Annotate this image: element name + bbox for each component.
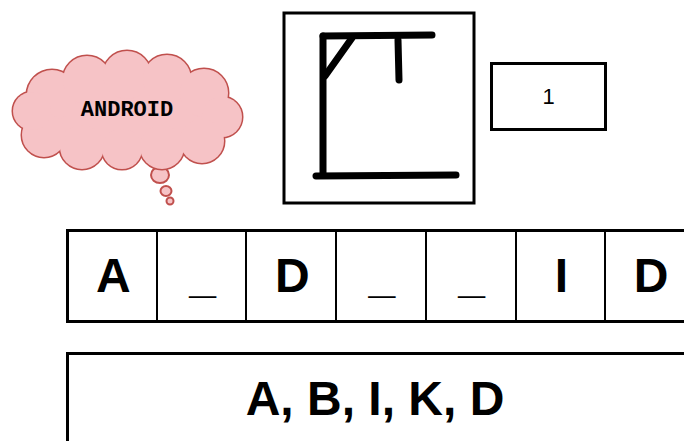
cloud-bump <box>60 125 104 169</box>
cloud-bump <box>13 92 51 130</box>
letter: _ <box>458 248 485 303</box>
thought-bubble <box>161 186 172 196</box>
guessed-letters-box: A, B, I, K, D <box>66 352 684 441</box>
letter-cell: D <box>245 229 337 323</box>
gallows-base <box>316 175 456 176</box>
letter: D <box>275 248 310 303</box>
gallows-brace <box>325 38 352 76</box>
cloud-bump <box>13 92 51 130</box>
letter-cell: I <box>515 229 607 323</box>
secret-word: ANDROID <box>81 98 173 123</box>
cloud-layer <box>13 51 242 169</box>
thought-bubbles <box>151 167 174 205</box>
gallows-rope <box>398 40 399 80</box>
miss-counter: 1 <box>490 62 607 131</box>
cloud-bump <box>102 129 142 169</box>
letter-cell: _ <box>335 229 427 323</box>
cloud-bump <box>140 125 184 169</box>
letter-cell: _ <box>156 229 248 323</box>
gallows <box>316 35 456 176</box>
gallows-frame <box>284 13 474 203</box>
letter: D <box>634 248 669 303</box>
cloud-bump <box>180 119 224 163</box>
cloud-bump <box>180 119 224 163</box>
cloud-bump <box>60 125 104 169</box>
guessed-letters: A, B, I, K, D <box>69 355 681 426</box>
letter-cell: D <box>604 229 684 323</box>
gallows-post <box>320 36 327 175</box>
letter: _ <box>189 248 216 303</box>
counter-number: 1 <box>542 84 554 109</box>
letter-cell: _ <box>425 229 517 323</box>
letter: A <box>96 248 131 303</box>
gallows-beam <box>323 35 432 36</box>
cloud-bump <box>102 129 142 169</box>
letter-cell: A <box>66 229 158 323</box>
cloud-bump <box>140 125 184 169</box>
letter: _ <box>369 248 396 303</box>
thought-bubble <box>167 198 174 205</box>
letter: I <box>555 248 568 303</box>
thought-cloud: ANDROID <box>12 55 242 167</box>
cloud-layer <box>13 51 242 169</box>
